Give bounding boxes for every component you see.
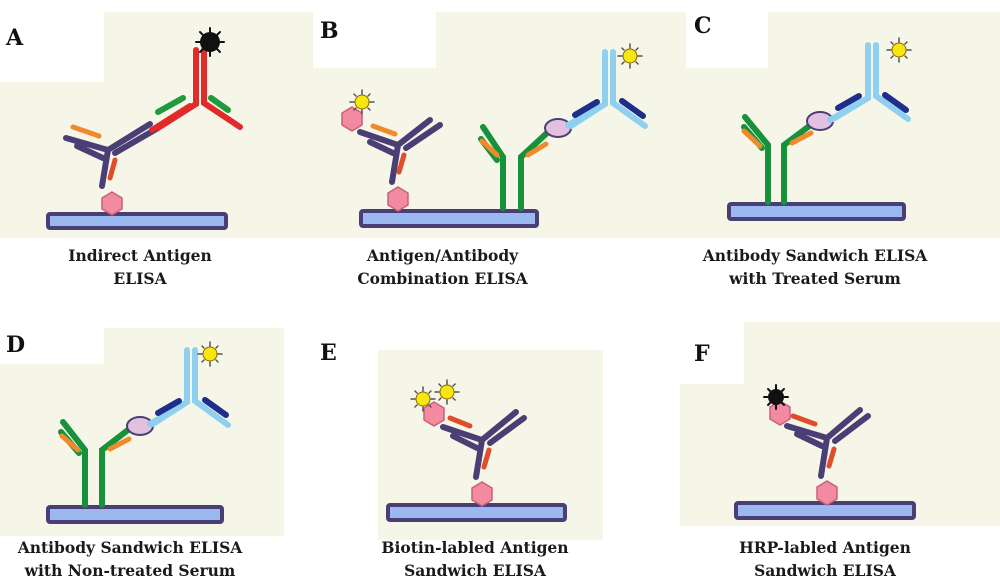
plate-b: [359, 209, 539, 228]
antigen-b-plate: [387, 186, 409, 212]
biotin-sun-d: [197, 341, 223, 367]
caption-c-line2: with Treated Serum: [729, 269, 901, 288]
panel-letter-e: E: [320, 340, 337, 366]
plate-d: [46, 505, 224, 524]
panel-letter-a: A: [5, 25, 24, 51]
caption-d-line1: Antibody Sandwich ELISA: [17, 538, 243, 557]
caption-f: HRP-labled Antigen Sandwich ELISA: [715, 536, 935, 582]
purple-antibody-f: [784, 407, 871, 479]
caption-e: Biotin-labled Antigen Sandwich ELISA: [365, 536, 585, 582]
caption-f-line1: HRP-labled Antigen: [739, 538, 911, 557]
lightblue-antibody-b: [565, 49, 648, 129]
caption-d-line2: with Non-treated Serum: [24, 561, 236, 580]
antigen-f-plate: [816, 480, 838, 506]
antigen-f-top: [769, 400, 791, 426]
caption-c-line1: Antibody Sandwich ELISA: [702, 246, 928, 265]
primary-antibody-a: [63, 121, 161, 189]
oval-antigen-b: [544, 118, 572, 138]
plate-e: [386, 503, 567, 522]
plate-a: [46, 212, 228, 230]
plate-f: [734, 501, 916, 520]
caption-b-line2: Combination ELISA: [357, 269, 528, 288]
biotin-sun-b1: [349, 89, 375, 115]
panel-letter-d: D: [6, 332, 25, 358]
caption-e-line2: Sandwich ELISA: [404, 561, 546, 580]
caption-a: Indirect Antigen ELISA: [30, 244, 250, 290]
antigen-e-top: [423, 401, 445, 427]
panel-letter-b: B: [320, 18, 339, 44]
panel-letter-f: F: [694, 341, 710, 367]
biotin-sun-c: [886, 37, 912, 63]
panel-f-illustration: [734, 384, 916, 520]
caption-d: Antibody Sandwich ELISA with Non-treated…: [10, 536, 250, 582]
caption-b: Antigen/Antibody Combination ELISA: [330, 244, 555, 290]
caption-b-line1: Antigen/Antibody: [366, 246, 519, 265]
caption-a-line1: Indirect Antigen: [68, 246, 212, 265]
antigen-a: [101, 191, 123, 216]
secondary-antibody-a: [149, 47, 243, 133]
plate-c: [727, 202, 906, 221]
purple-antibody-b: [357, 117, 443, 185]
panel-d-illustration: [46, 341, 231, 524]
antigen-e-plate: [471, 481, 493, 507]
biotin-sun-e1: [410, 386, 436, 412]
panel-e-illustration: [386, 379, 567, 522]
caption-f-line2: Sandwich ELISA: [754, 561, 896, 580]
lightblue-antibody-d: [147, 347, 231, 428]
biotin-sun-b2: [617, 43, 643, 69]
hrp-label-f: [763, 384, 789, 410]
purple-antibody-e: [440, 409, 527, 480]
hrp-label-a: [195, 27, 225, 57]
biotin-sun-e2: [434, 379, 460, 405]
panel-letter-c: C: [694, 13, 712, 39]
panel-a-illustration: [46, 27, 243, 230]
lightblue-antibody-c: [827, 42, 911, 123]
caption-c: Antibody Sandwich ELISA with Treated Ser…: [700, 244, 930, 290]
antigen-b-top: [341, 106, 363, 132]
panel-b-illustration: [341, 43, 648, 228]
caption-e-line1: Biotin-labled Antigen: [381, 538, 569, 557]
caption-a-line2: ELISA: [113, 269, 167, 288]
panel-c-illustration: [727, 37, 912, 221]
